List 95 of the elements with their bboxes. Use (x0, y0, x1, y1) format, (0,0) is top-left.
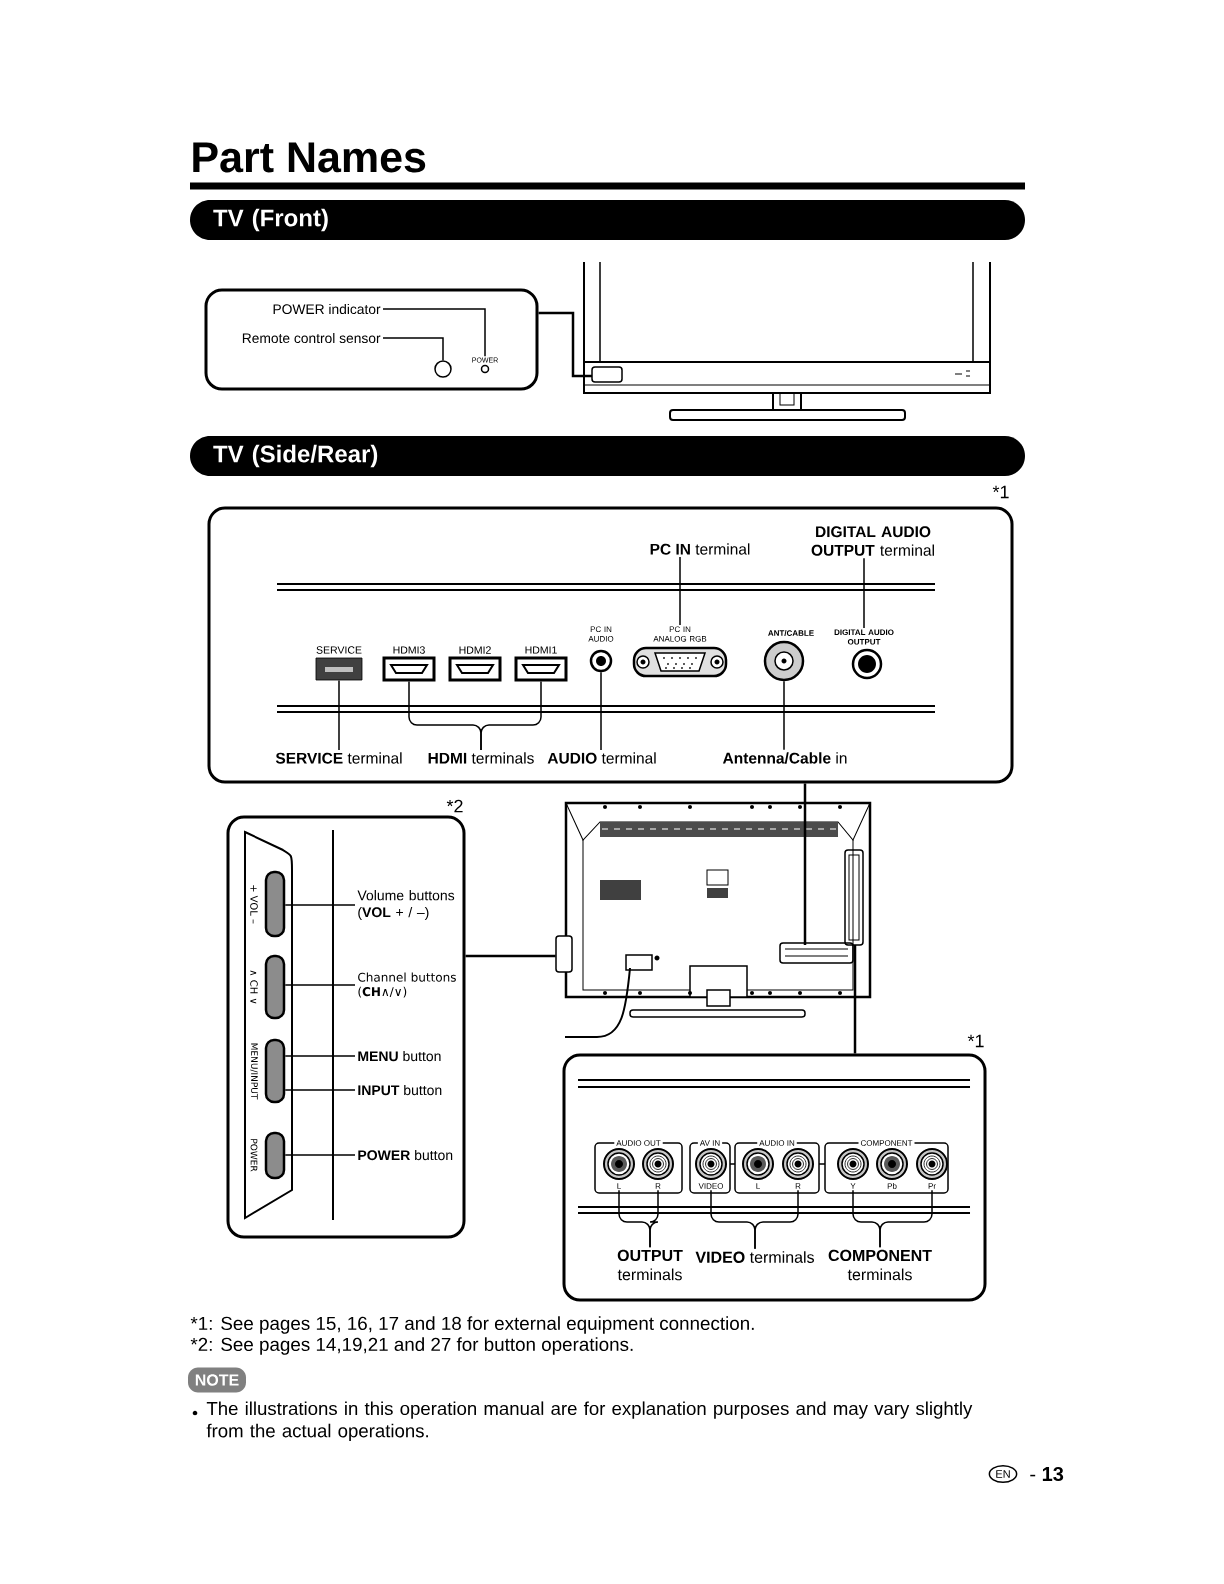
page-title: Part Names (193, 142, 426, 173)
rca-jack: Y (837, 1148, 869, 1189)
node-label: SERVICE (316, 646, 362, 654)
footnote: *2: See pages 14,19,21 and 27 for button operations. (190, 1337, 633, 1355)
leader-line (284, 1154, 356, 1156)
section-band: TV (Side/Rear) (190, 436, 1025, 476)
leader-line (879, 1189, 933, 1249)
callout-text: HDMI terminals (428, 752, 534, 764)
side-button (264, 954, 286, 1020)
section-band: TV (Front) (190, 200, 1025, 240)
node-label: R (655, 1183, 661, 1189)
side-button (264, 870, 286, 938)
leader-line (382, 308, 486, 357)
callout-text: OUTPUT terminals (617, 1249, 683, 1281)
side-button (264, 1131, 286, 1180)
page-number: - 13 (1030, 1466, 1064, 1482)
callout-text: DIGITAL AUDIO OUTPUT terminal (811, 526, 934, 556)
leader-line (284, 1055, 356, 1057)
tv-rear-drawing (555, 801, 872, 1038)
usb-port: SERVICE (315, 646, 363, 681)
node-label: Pr (928, 1183, 936, 1189)
optical-jack: DIGITAL AUDIO OUTPUT (834, 629, 894, 680)
leader-line (284, 904, 356, 906)
footnote-mark: *2 (446, 799, 463, 813)
callout-text: VIDEO terminals (695, 1251, 814, 1263)
node-label: HDMI3 (393, 646, 425, 654)
leader-line (338, 679, 340, 751)
callout-text: Antenna/Cable in (722, 752, 847, 764)
leader-line (679, 556, 681, 626)
callout-text: COMPONENT terminals (828, 1249, 932, 1281)
node-label: HDMI2 (459, 646, 491, 654)
hdmi-port: HDMI3 (382, 646, 436, 682)
rca-jack: Pr (916, 1148, 948, 1189)
leader-line (600, 671, 602, 751)
callout-box (204, 288, 539, 391)
leader-line (649, 1189, 659, 1249)
callout-text: SERVICE terminal (275, 752, 402, 764)
callout-text: POWER indicator (273, 303, 381, 315)
node-label: VIDEO (698, 1183, 724, 1189)
button-label: ∧ CH ∨ (250, 970, 258, 1004)
terminal-panel (562, 1053, 987, 1302)
rca-jack: R (642, 1148, 674, 1189)
side-panel-box (226, 815, 466, 1239)
rca-jack: L (742, 1148, 774, 1189)
vga-port: PC IN ANALOG RGB (632, 626, 728, 678)
terminal-panel (207, 506, 1014, 784)
callout-text: PC IN terminal (650, 543, 750, 555)
callout-text: AUDIO terminal (547, 752, 656, 764)
tv-front-drawing (583, 261, 991, 421)
node-label: PC IN ANALOG RGB (653, 626, 707, 642)
connector-line (538, 311, 592, 378)
leader-line (382, 337, 444, 361)
node-label: L (617, 1183, 621, 1189)
node-label: L (756, 1183, 760, 1189)
callout-text: INPUT button (358, 1084, 442, 1096)
coax-jack: ANT/CABLE (763, 630, 814, 682)
note-badge: NOTE (188, 1367, 246, 1393)
rca-jack: L (603, 1148, 635, 1189)
leader-line (783, 680, 785, 751)
callout-text: Volume buttons (VOL + / –) (357, 890, 455, 920)
sensor-window (434, 360, 452, 378)
callout-text: Channel buttons (CH∧/∨) (358, 972, 456, 998)
callout-text: POWER button (358, 1149, 453, 1161)
connector-line (853, 945, 857, 1054)
node-label: Y (850, 1183, 856, 1189)
leader-line (863, 557, 865, 629)
leader-line (284, 984, 356, 986)
leader-line (754, 1189, 799, 1250)
node-label: DIGITAL AUDIO OUTPUT (834, 629, 894, 645)
hdmi-port: HDMI2 (448, 646, 502, 682)
audio-jack: PC IN AUDIO (588, 626, 614, 673)
hdmi-port: HDMI1 (514, 646, 568, 682)
button-label: POWER (250, 1139, 258, 1172)
node-label: HDMI1 (525, 646, 557, 654)
node-label: Pb (887, 1183, 897, 1189)
leader-line (480, 680, 542, 751)
rca-jack: VIDEO (695, 1148, 727, 1189)
node-label: ANT/CABLE (768, 630, 814, 636)
footnote-mark: *1 (967, 1034, 984, 1048)
callout-text: MENU button (358, 1050, 441, 1062)
callout-text: Remote control sensor (242, 332, 381, 344)
node-label: PC IN AUDIO (588, 626, 614, 642)
note-text: The illustrations in this operation manual are for explanation purposes and may vary slightly from the actual operations. (192, 1401, 973, 1442)
connector-line (465, 954, 556, 958)
rca-jack: Pb (876, 1148, 908, 1189)
button-label: + VOL – (250, 885, 258, 924)
node-label: R (795, 1183, 801, 1189)
side-button (264, 1038, 286, 1104)
language-badge: EN (988, 1465, 1018, 1483)
button-label: MENU/INPUT (250, 1043, 258, 1100)
leader-line (284, 1089, 356, 1091)
footnote-mark: *1 (992, 485, 1009, 499)
footnote: *1: See pages 15, 16, 17 and 18 for external equipment connection. (190, 1316, 754, 1334)
connector-line (803, 783, 807, 945)
rca-jack: R (782, 1148, 814, 1189)
